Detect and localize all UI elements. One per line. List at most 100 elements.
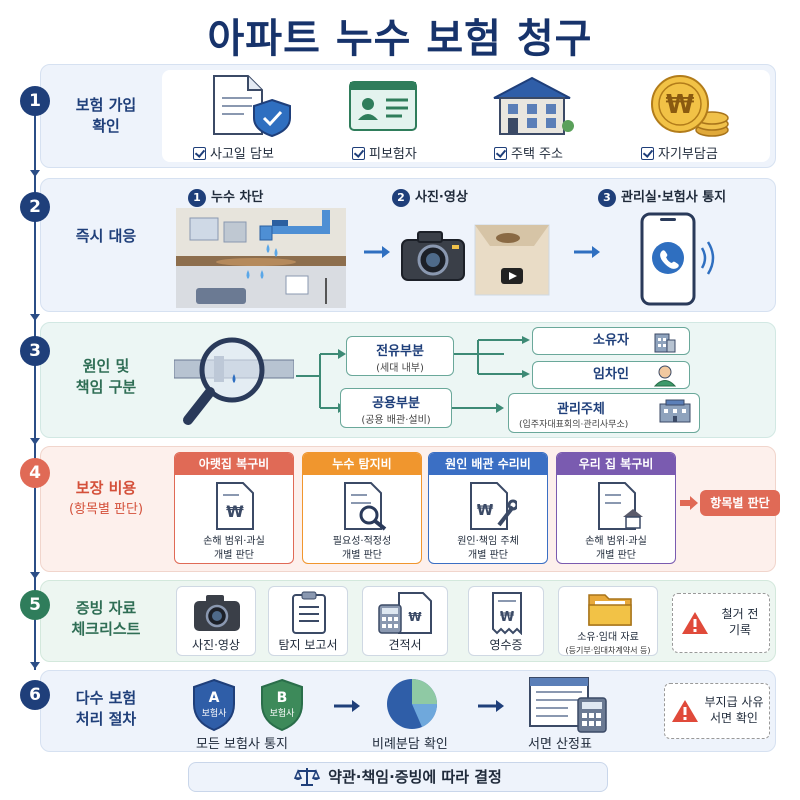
- step-3-label-line: 원인 및: [82, 357, 130, 375]
- substep-label: 관리실·보험사 통지: [621, 190, 727, 205]
- common-part-box: 공용부분 (공용 배관·설비): [340, 388, 452, 428]
- step-6-label-line: 다수 보험: [75, 689, 137, 707]
- check-accident-date: 사고일 담보: [193, 143, 274, 162]
- person-icon: [653, 365, 677, 387]
- camera-icon: [194, 595, 240, 631]
- cost-card-desc-line: 손해 범위·과실: [585, 536, 647, 547]
- cost-card-desc-line: 개별 판단: [596, 550, 636, 561]
- evidence-label: 견적서: [388, 638, 422, 652]
- manager-sub: (입주자대표회의·관리사무소): [519, 420, 629, 430]
- magnifier-pipe-icon: [174, 337, 294, 425]
- scales-icon: [294, 768, 321, 786]
- evidence-label: 영수증: [489, 638, 523, 652]
- step-5-badge: 5: [20, 590, 50, 620]
- arrow-right-icon: [364, 246, 390, 258]
- step-6-label: 다수 보험 처리 절차: [58, 688, 154, 730]
- checkbox-icon: [193, 147, 206, 160]
- warning-before-demolition: 철거 전 기록: [672, 593, 770, 653]
- house-icon: [493, 76, 574, 135]
- invoice-house-icon: [598, 482, 643, 530]
- cost-card-desc-line: 개별 판단: [468, 550, 508, 561]
- leak-scene-illustration: [176, 208, 346, 308]
- exclusive-part-sub: (세대 내부): [376, 363, 424, 374]
- check-insured: 피보험자: [352, 143, 417, 162]
- step-5-label-line: 체크리스트: [71, 620, 141, 638]
- office-building-icon: [659, 399, 691, 423]
- receipt-icon: ₩: [492, 592, 522, 635]
- step-2-label-line: 즉시 대응: [75, 227, 137, 245]
- evidence-estimate: ₩ 견적서: [362, 586, 448, 656]
- policy-document-icon: [213, 75, 291, 138]
- step-1-badge: 1: [20, 86, 50, 116]
- cost-card-own-home: 우리 집 복구비 손해 범위·과실 개별 판단: [556, 452, 676, 564]
- step-3-label-line: 책임 구분: [75, 378, 137, 396]
- cost-card-title: 우리 집 복구비: [557, 453, 675, 475]
- substep-label: 누수 차단: [211, 190, 264, 205]
- camera-icon: [401, 231, 465, 281]
- check-address: 주택 주소: [494, 143, 563, 162]
- step-4-badge: 4: [20, 458, 50, 488]
- step-1-label-line: 보험 가입: [75, 96, 137, 114]
- estimate-calculator-icon: ₩: [378, 592, 432, 634]
- step-3-label: 원인 및 책임 구분: [58, 356, 154, 398]
- checkbox-icon: [352, 147, 365, 160]
- shield-letter: A: [209, 690, 220, 706]
- warning-line: 부지급 사유: [704, 695, 764, 709]
- page-title: 아파트 누수 보험 청구: [207, 16, 593, 62]
- insurer-a-shield-icon: A 보험사: [193, 678, 235, 732]
- check-label: 주택 주소: [511, 147, 563, 162]
- step-2-label: 즉시 대응: [58, 226, 154, 247]
- timeline-arrow: [30, 314, 40, 321]
- timeline-arrow: [30, 572, 40, 579]
- proportional-share-label: 비례분담 확인: [372, 737, 448, 752]
- svg-text:₩: ₩: [477, 501, 494, 519]
- manager-title: 관리주체: [557, 402, 605, 417]
- warning-nonpayment-reason: 부지급 사유 서면 확인: [664, 683, 770, 739]
- calculation-sheet-icon: [529, 677, 607, 733]
- footer-banner: 약관·책임·증빙에 따라 결정: [188, 762, 608, 792]
- check-label: 자기부담금: [658, 147, 718, 162]
- notify-all-insurers-label: 모든 보험사 통지: [196, 737, 288, 752]
- step-1-label-line: 확인: [92, 117, 120, 135]
- warning-text: 철거 전 기록: [711, 606, 769, 638]
- written-statement-label: 서면 산정표: [528, 737, 592, 752]
- itemized-judgment-badge: 항목별 판단: [700, 490, 780, 516]
- folder-caption: 소유·임대 자료 (등기부·임대차계약서 등): [559, 631, 657, 657]
- warning-line: 기록: [728, 623, 752, 637]
- invoice-icon: ₩: [216, 482, 254, 530]
- check-deductible: 자기부담금: [641, 143, 718, 162]
- report-magnifier-icon: [344, 482, 387, 531]
- check-label: 피보험자: [369, 147, 417, 162]
- owner-label: 소유자: [593, 333, 629, 348]
- exclusive-part-title: 전유부분: [376, 344, 424, 359]
- cost-card-downstairs: 아랫집 복구비 ₩ 손해 범위·과실 개별 판단: [174, 452, 294, 564]
- clipboard-icon: [292, 591, 326, 634]
- timeline-arrow: [30, 662, 40, 669]
- warning-text: 부지급 사유 서면 확인: [699, 694, 769, 726]
- invoice-wrench-icon: ₩: [470, 482, 517, 530]
- step-4-label-line: 보장 비용: [75, 479, 137, 497]
- warning-icon: [682, 612, 708, 634]
- step-6-label-line: 처리 절차: [75, 710, 137, 728]
- common-part-title: 공용부분: [372, 396, 420, 411]
- substep-shutoff: 1 누수 차단: [188, 186, 263, 207]
- svg-text:₩: ₩: [500, 610, 515, 625]
- substep-num: 2: [392, 189, 410, 207]
- step-1-label: 보험 가입 확인: [58, 95, 154, 137]
- video-thumbnail-icon: [474, 224, 550, 296]
- arrow-right-icon: [574, 246, 600, 258]
- building-icon: [654, 333, 676, 353]
- folder-icon: [588, 594, 632, 626]
- substep-num: 1: [188, 189, 206, 207]
- cost-card-desc: 손해 범위·과실 개별 판단: [557, 535, 675, 563]
- checkbox-icon: [641, 147, 654, 160]
- cost-card-pipe-repair: 원인 배관 수리비 ₩ 원인·책임 주체 개별 판단: [428, 452, 548, 564]
- folder-title: 소유·임대 자료: [577, 632, 639, 643]
- warning-line: 서면 확인: [710, 711, 758, 725]
- folder-sub: (등기부·임대차계약서 등): [565, 646, 651, 655]
- cost-card-desc-line: 필요성·적정성: [332, 536, 392, 547]
- timeline-arrow: [30, 438, 40, 445]
- step-5-label: 증빙 자료 체크리스트: [58, 598, 154, 640]
- evidence-label: 사진·영상: [192, 638, 240, 652]
